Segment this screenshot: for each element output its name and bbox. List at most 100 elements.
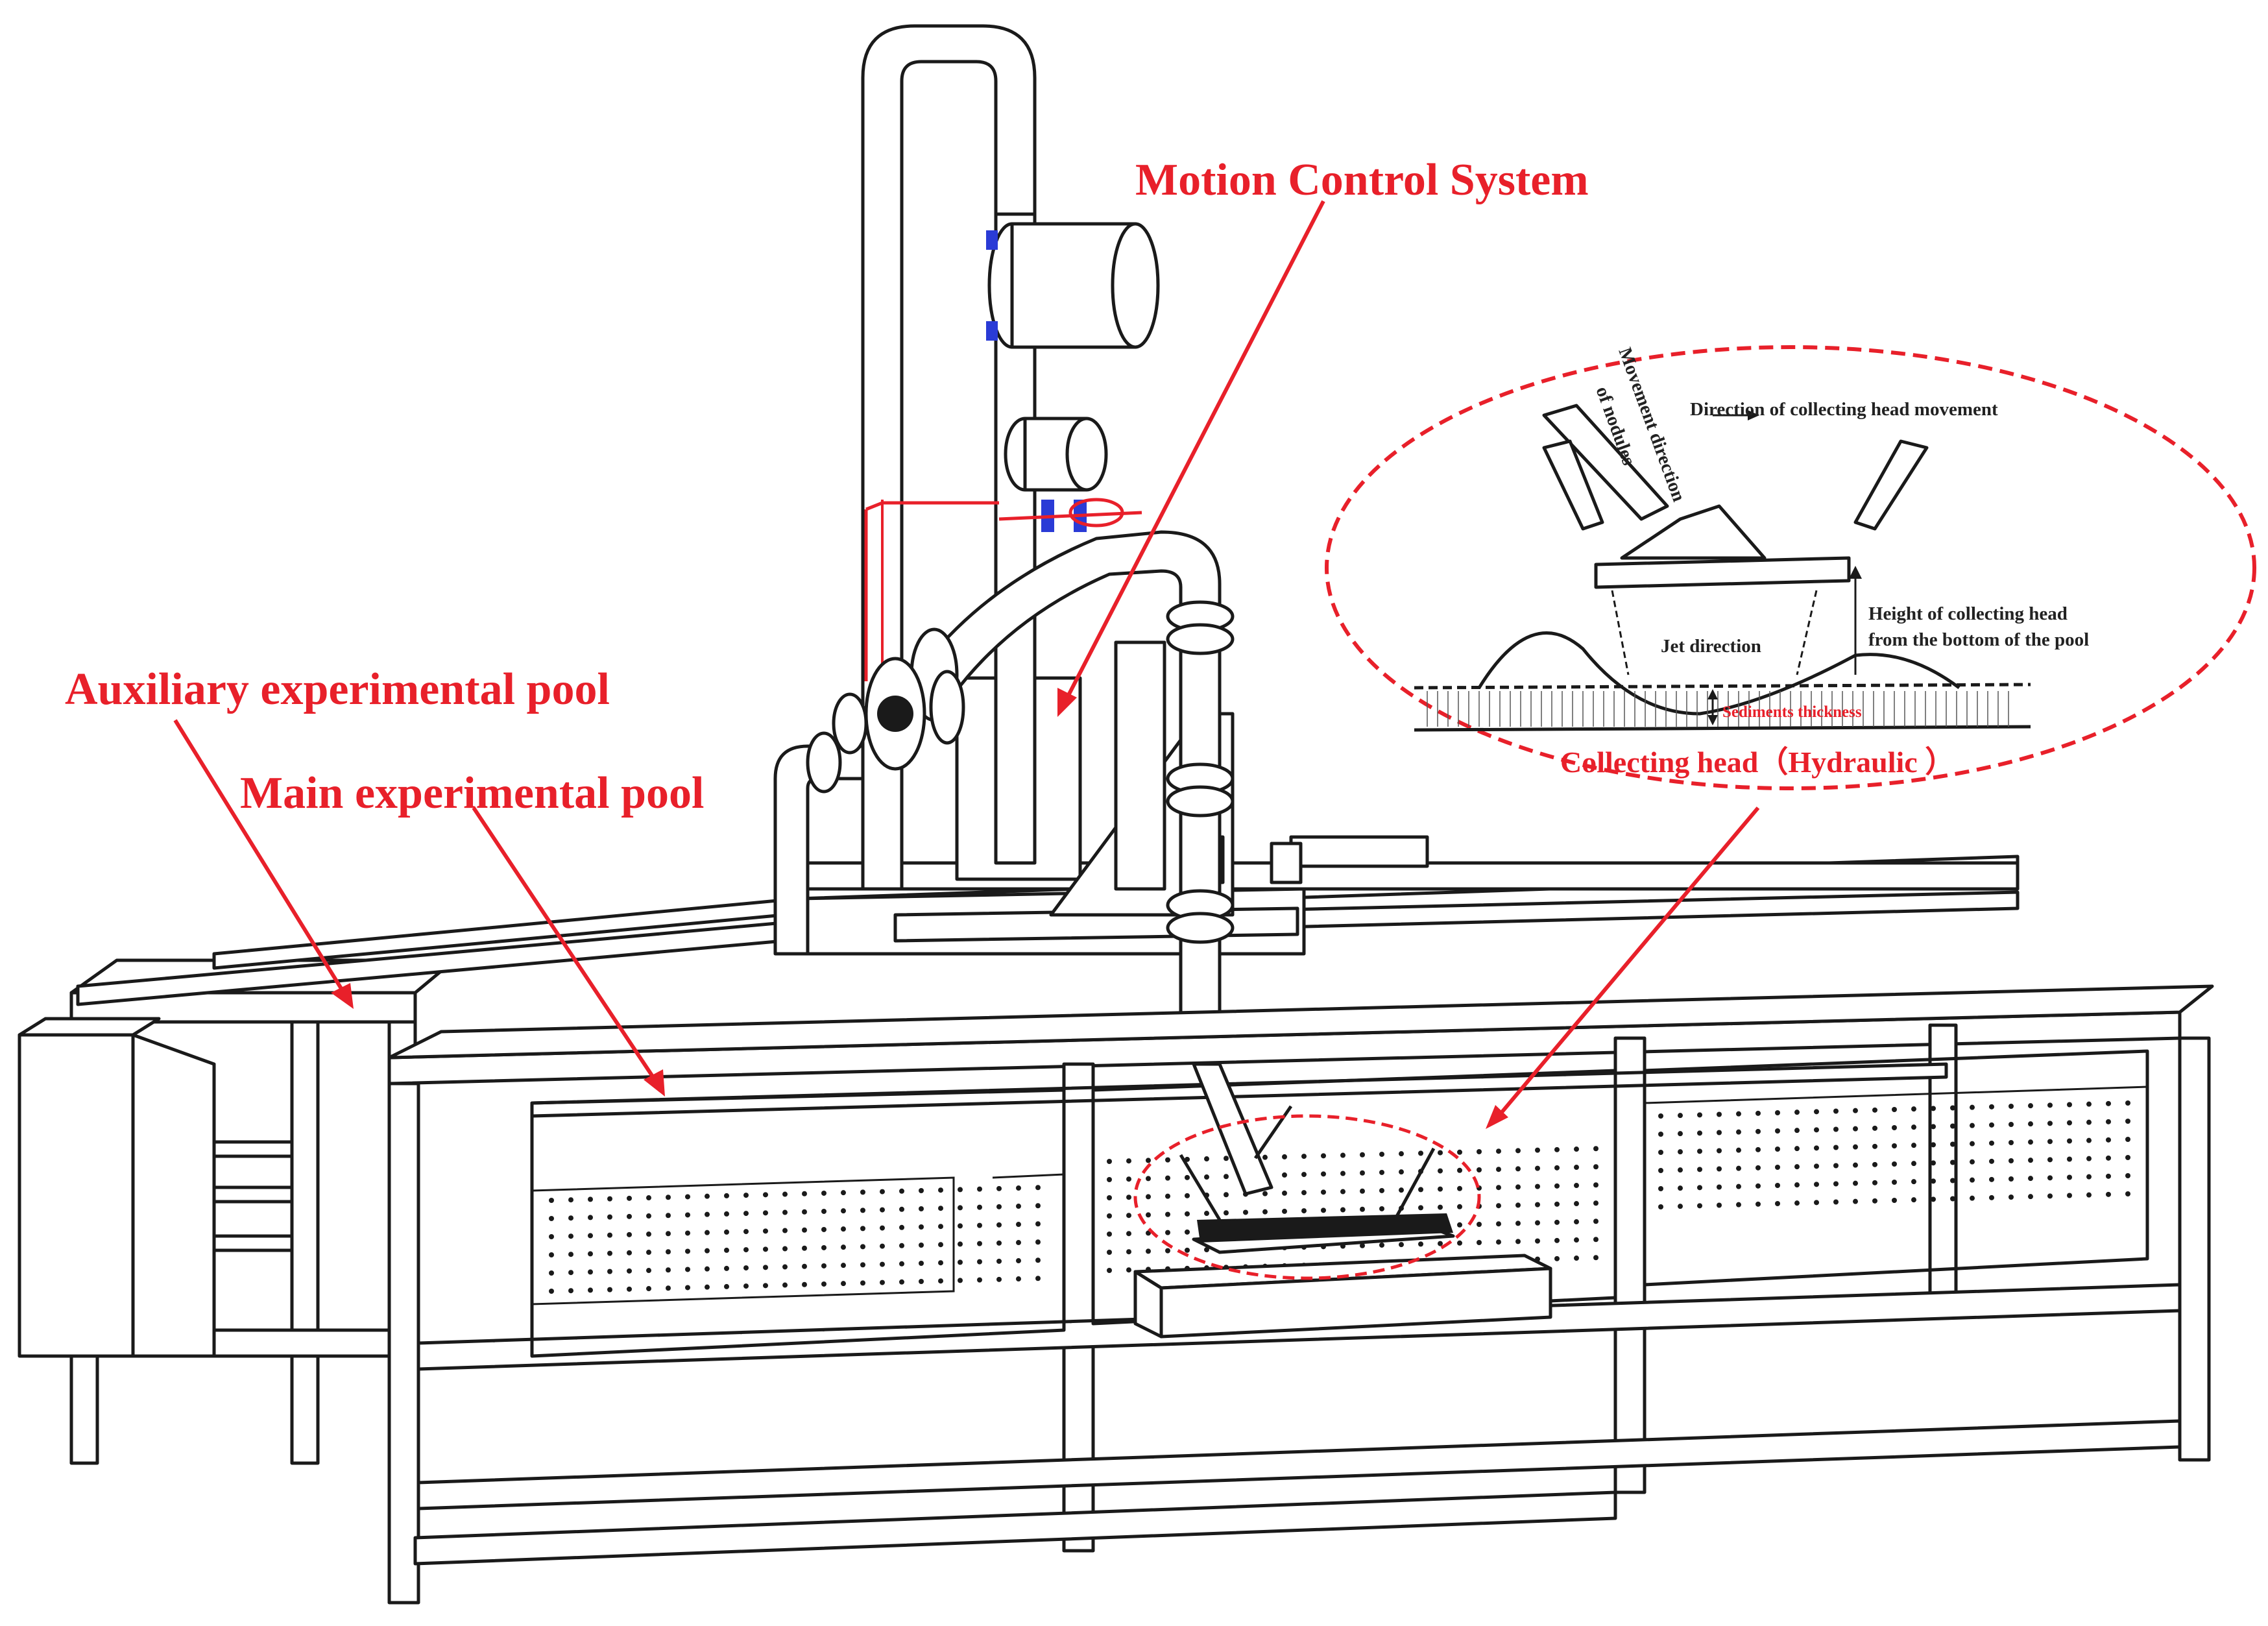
perforation-dot xyxy=(724,1193,729,1198)
perforation-dot xyxy=(2106,1100,2111,1106)
perforation-dot xyxy=(1554,1147,1560,1152)
perforation-dot xyxy=(1736,1165,1741,1171)
perforation-dot xyxy=(1853,1198,1858,1204)
perforation-dot xyxy=(1853,1144,1858,1150)
perforation-dot xyxy=(821,1263,826,1268)
perforation-dot xyxy=(1126,1213,1131,1219)
perforation-dot xyxy=(1146,1212,1151,1218)
perforation-dot xyxy=(1204,1156,1209,1162)
perforation-dot xyxy=(743,1193,749,1198)
perforation-dot xyxy=(1554,1165,1560,1171)
perforation-dot xyxy=(1989,1122,1994,1128)
perforation-dot xyxy=(1554,1183,1560,1189)
perforation-dot xyxy=(782,1264,788,1270)
perforation-dot xyxy=(763,1210,768,1216)
perforation-dot xyxy=(1477,1240,1482,1245)
perforation-dot xyxy=(1593,1219,1598,1224)
perforation-dot xyxy=(996,1276,1002,1282)
perforation-dot xyxy=(1775,1183,1780,1188)
perforation-dot xyxy=(1126,1158,1131,1164)
perforation-dot xyxy=(1262,1154,1268,1160)
perforation-dot xyxy=(1697,1185,1702,1191)
perforation-dot xyxy=(996,1204,1002,1209)
perforation-dot xyxy=(1697,1130,1702,1136)
perforation-dot xyxy=(2106,1173,2111,1179)
perforation-dot xyxy=(977,1259,982,1265)
sediments-thickness-label: Sediments thickness xyxy=(1722,703,1862,721)
vertical-feed-pipe xyxy=(1166,600,1235,1021)
perforation-dot xyxy=(919,1279,924,1284)
perforation-dot xyxy=(1515,1202,1521,1208)
perforation-dot xyxy=(1477,1167,1482,1172)
perforation-dot xyxy=(1574,1147,1579,1152)
perforation-dot xyxy=(1262,1191,1268,1196)
perforation-dot xyxy=(1794,1182,1800,1188)
perforation-dot xyxy=(1658,1186,1663,1191)
perforation-dot xyxy=(880,1243,885,1249)
perforation-dot xyxy=(2047,1102,2053,1108)
perforation-dot xyxy=(1146,1248,1151,1254)
perforation-dot xyxy=(1678,1185,1683,1191)
perforation-dot xyxy=(1853,1162,1858,1168)
perforation-dot xyxy=(802,1245,807,1251)
main-pool-label: Main experimental pool xyxy=(240,768,704,818)
perforation-dot xyxy=(1282,1172,1287,1178)
perforation-dot xyxy=(666,1231,671,1237)
perforation-dot xyxy=(1814,1200,1819,1206)
perforation-dot xyxy=(1833,1145,1839,1150)
perforation-dot xyxy=(860,1207,865,1213)
perforation-dot xyxy=(2125,1137,2130,1142)
perforation-dot xyxy=(919,1224,924,1230)
perforation-dot xyxy=(1794,1146,1800,1152)
perforation-dot xyxy=(2028,1194,2033,1200)
perforation-dot xyxy=(743,1229,749,1235)
perforation-dot xyxy=(549,1289,554,1294)
perforation-dot xyxy=(1321,1171,1326,1177)
perforation-dot xyxy=(977,1204,982,1210)
collecting-head-model xyxy=(1179,1062,1455,1254)
perforation-dot xyxy=(1970,1122,1975,1128)
perforation-dot xyxy=(1126,1267,1131,1273)
perforation-dot xyxy=(958,1187,963,1193)
perforation-dot xyxy=(1989,1140,1994,1146)
perforation-dot xyxy=(1775,1147,1780,1152)
perforation-dot xyxy=(1165,1230,1170,1235)
perforation-dot xyxy=(1593,1237,1598,1243)
perforation-dot xyxy=(2009,1195,2014,1200)
perforation-dot xyxy=(1911,1124,1916,1130)
perforation-dot xyxy=(958,1205,963,1211)
perforation-dot xyxy=(1146,1158,1151,1163)
perforation-dot xyxy=(1814,1127,1819,1133)
perforation-dot xyxy=(782,1191,788,1197)
height-label-1: Height of collecting head xyxy=(1868,603,2068,624)
perforation-dot xyxy=(2009,1140,2014,1145)
perforation-dot xyxy=(666,1249,671,1255)
perforation-dot xyxy=(1574,1183,1579,1189)
perforation-dot xyxy=(666,1213,671,1219)
perforation-dot xyxy=(1262,1209,1268,1215)
perforation-dot xyxy=(1892,1198,1897,1203)
perforation-dot xyxy=(549,1216,554,1221)
perforation-dot xyxy=(1146,1176,1151,1182)
perforation-dot xyxy=(1833,1181,1839,1187)
perforation-dot xyxy=(1574,1237,1579,1243)
perforation-dot xyxy=(1736,1129,1741,1135)
perforation-dot xyxy=(1678,1149,1683,1155)
perforation-dot xyxy=(1515,1148,1521,1154)
perforation-dot xyxy=(2047,1121,2053,1126)
perforation-dot xyxy=(724,1247,729,1253)
perforation-dot xyxy=(1146,1194,1151,1200)
perforation-dot xyxy=(646,1232,651,1237)
perforation-dot xyxy=(977,1241,982,1246)
perforation-dot xyxy=(860,1226,865,1232)
perforation-dot xyxy=(1892,1143,1897,1148)
perforation-dot xyxy=(2086,1137,2092,1143)
perforation-dot xyxy=(899,1261,904,1267)
perforation-dot xyxy=(1165,1248,1170,1254)
height-label-2: from the bottom of the pool xyxy=(1868,629,2089,650)
perforation-dot xyxy=(1931,1142,1936,1148)
perforation-dot xyxy=(607,1196,612,1202)
perforation-dot xyxy=(1911,1106,1916,1112)
